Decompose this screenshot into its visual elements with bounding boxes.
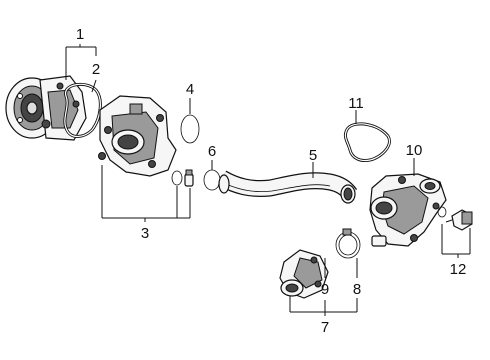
callout-1: 1 <box>76 26 84 43</box>
callout-8: 8 <box>353 281 361 298</box>
water-pump <box>5 75 87 141</box>
callout-3: 3 <box>141 225 149 242</box>
callout-2: 2 <box>92 61 100 78</box>
thermostat <box>279 249 329 299</box>
drain-plug <box>184 169 194 187</box>
leader-lines <box>65 44 471 316</box>
callout-4: 4 <box>186 81 194 98</box>
thermostat-gasket <box>343 122 391 162</box>
callout-5: 5 <box>309 147 317 164</box>
o-ring-4 <box>180 114 200 144</box>
o-ring-small <box>171 170 183 186</box>
thermostat-housing <box>369 173 447 247</box>
callout-12: 12 <box>450 261 467 278</box>
o-ring-6 <box>203 169 221 191</box>
temperature-sensor <box>445 209 473 231</box>
callout-7: 7 <box>321 319 329 336</box>
hose-clamp <box>335 228 361 259</box>
sensor-washer <box>437 206 447 218</box>
callout-6: 6 <box>208 143 216 160</box>
callout-9: 9 <box>321 281 329 298</box>
callout-10: 10 <box>406 142 423 159</box>
pump-gasket <box>63 82 102 138</box>
callout-11: 11 <box>348 95 364 112</box>
water-outlet-housing <box>98 95 177 177</box>
coolant-pipe <box>217 170 358 204</box>
